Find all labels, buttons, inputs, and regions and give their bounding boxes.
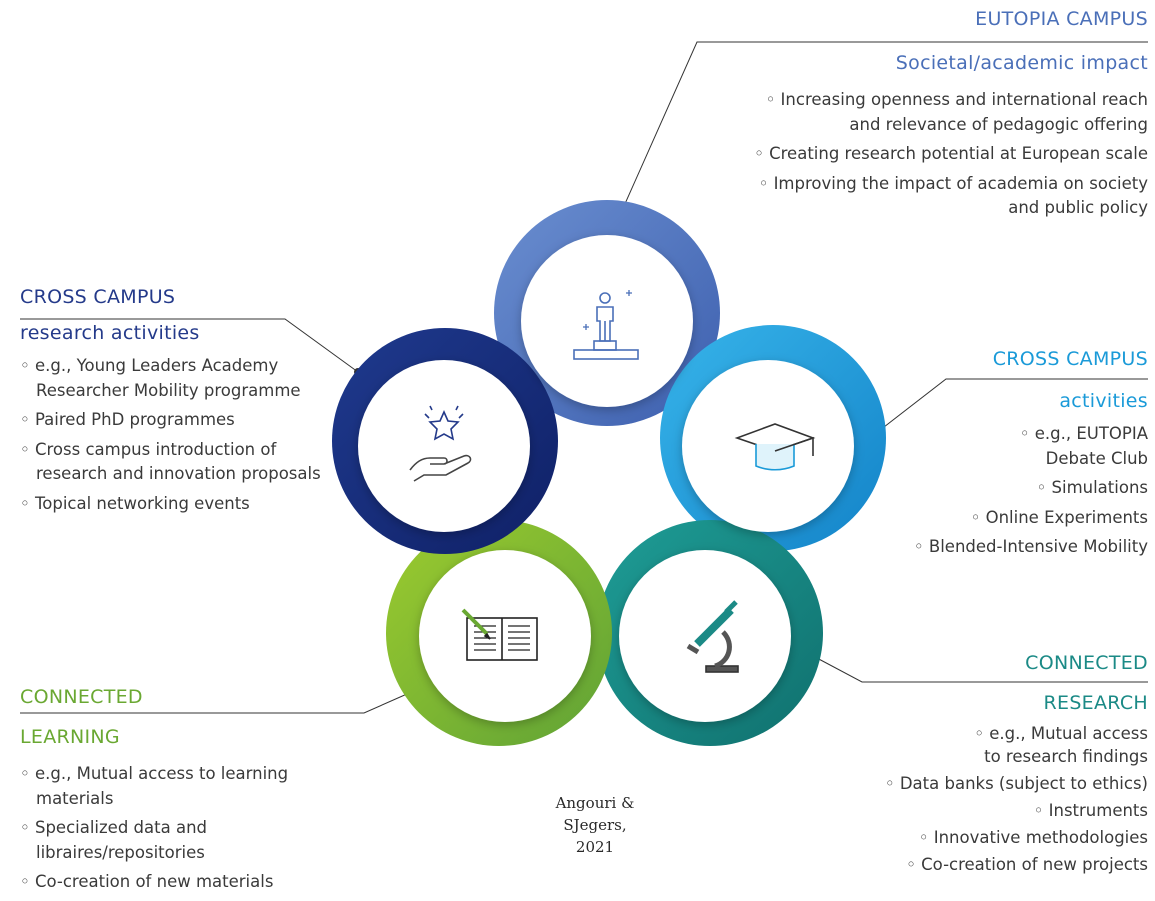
left-title: CROSS CAMPUS [20, 286, 176, 308]
list-item: ◦ Co-creation of new projects [906, 855, 1148, 874]
list-item: and public policy [1008, 198, 1148, 217]
right-list: ◦ e.g., EUTOPIA Debate Club ◦ Simulation… [848, 422, 1148, 560]
list-item: and relevance of pedagogic offering [849, 114, 1148, 134]
citation-year: 2021 [575, 838, 615, 856]
list-item: ◦ Creating research potential at Europea… [754, 144, 1148, 163]
list-item: to research findings [984, 747, 1148, 766]
list-item: ◦ Innovative methodologies [918, 828, 1148, 847]
leader-line-bottom-left [20, 689, 417, 714]
left-subtitle: research activities [20, 322, 200, 344]
bottom-right-block: CONNECTED RESEARCH ◦ e.g., Mutual access… [790, 650, 1148, 876]
open-book-pen-icon [461, 608, 538, 661]
left-block: CROSS CAMPUS research activities ◦ e.g.,… [20, 284, 330, 521]
list-item: ◦ Improving the impact of academia on so… [758, 173, 1148, 193]
list-item: ◦ Paired PhD programmes [20, 410, 235, 429]
list-item: ◦ e.g., Mutual access [974, 724, 1148, 743]
right-block: CROSS CAMPUS activities ◦ e.g., EUTOPIA … [848, 346, 1148, 565]
bottom-left-title: CONNECTED [20, 686, 143, 708]
leader-line-right [874, 378, 1148, 435]
bottom-right-subtitle: RESEARCH [1043, 692, 1148, 714]
leader-line-top [619, 41, 1148, 216]
list-item: ◦ Data banks (subject to ethics) [884, 774, 1148, 793]
list-item: ◦ Cross campus introduction of research … [20, 439, 321, 484]
list-item: ◦ Co-creation of new materials [20, 872, 274, 891]
hand-star-icon [409, 405, 472, 482]
list-item: ◦ e.g., Mutual access to learning materi… [20, 764, 289, 808]
bottom-left-block: CONNECTED LEARNING ◦ e.g., Mutual access… [20, 684, 340, 900]
list-item: ◦ Simulations [1036, 478, 1148, 497]
top-subtitle: Societal/academic impact [895, 52, 1148, 74]
leader-line-bottom-right [814, 656, 1148, 683]
list-item: ◦ e.g., Young Leaders Academy Researcher… [20, 356, 301, 400]
bottom-left-list: ◦ e.g., Mutual access to learning materi… [20, 762, 340, 895]
list-item: ◦ Specialized data and libraires/reposit… [20, 818, 207, 862]
top-title: EUTOPIA CAMPUS [975, 8, 1148, 30]
bottom-left-subtitle: LEARNING [20, 726, 120, 748]
list-item: ◦ Blended-Intensive Mobility [913, 537, 1148, 556]
citation: Angouri & SJegers, 2021 [525, 792, 665, 858]
graduation-cap-icon [734, 423, 816, 471]
right-subtitle: activities [1059, 390, 1148, 412]
right-title: CROSS CAMPUS [992, 348, 1148, 370]
list-item: ◦ Online Experiments [970, 507, 1148, 527]
podium-person-icon [573, 290, 639, 360]
list-item: ◦ Increasing openness and international … [765, 90, 1148, 109]
top-block: EUTOPIA CAMPUS Societal/academic impact … [640, 6, 1148, 226]
disc-top [521, 235, 693, 407]
microscope-icon [686, 600, 739, 673]
disc-left [358, 360, 530, 532]
bottom-right-list: ◦ e.g., Mutual access to research findin… [790, 722, 1148, 876]
list-item: ◦ Topical networking events [20, 493, 250, 513]
list-item: ◦ Instruments [1033, 801, 1148, 820]
leader-line-left [20, 318, 359, 373]
top-list: ◦ Increasing openness and international … [640, 88, 1148, 221]
citation-authors: Angouri & SJegers, [555, 794, 635, 834]
list-item: Debate Club [1045, 448, 1148, 468]
bottom-right-title: CONNECTED [1025, 652, 1148, 674]
left-list: ◦ e.g., Young Leaders Academy Researcher… [20, 354, 330, 516]
list-item: ◦ e.g., EUTOPIA [1019, 424, 1148, 443]
